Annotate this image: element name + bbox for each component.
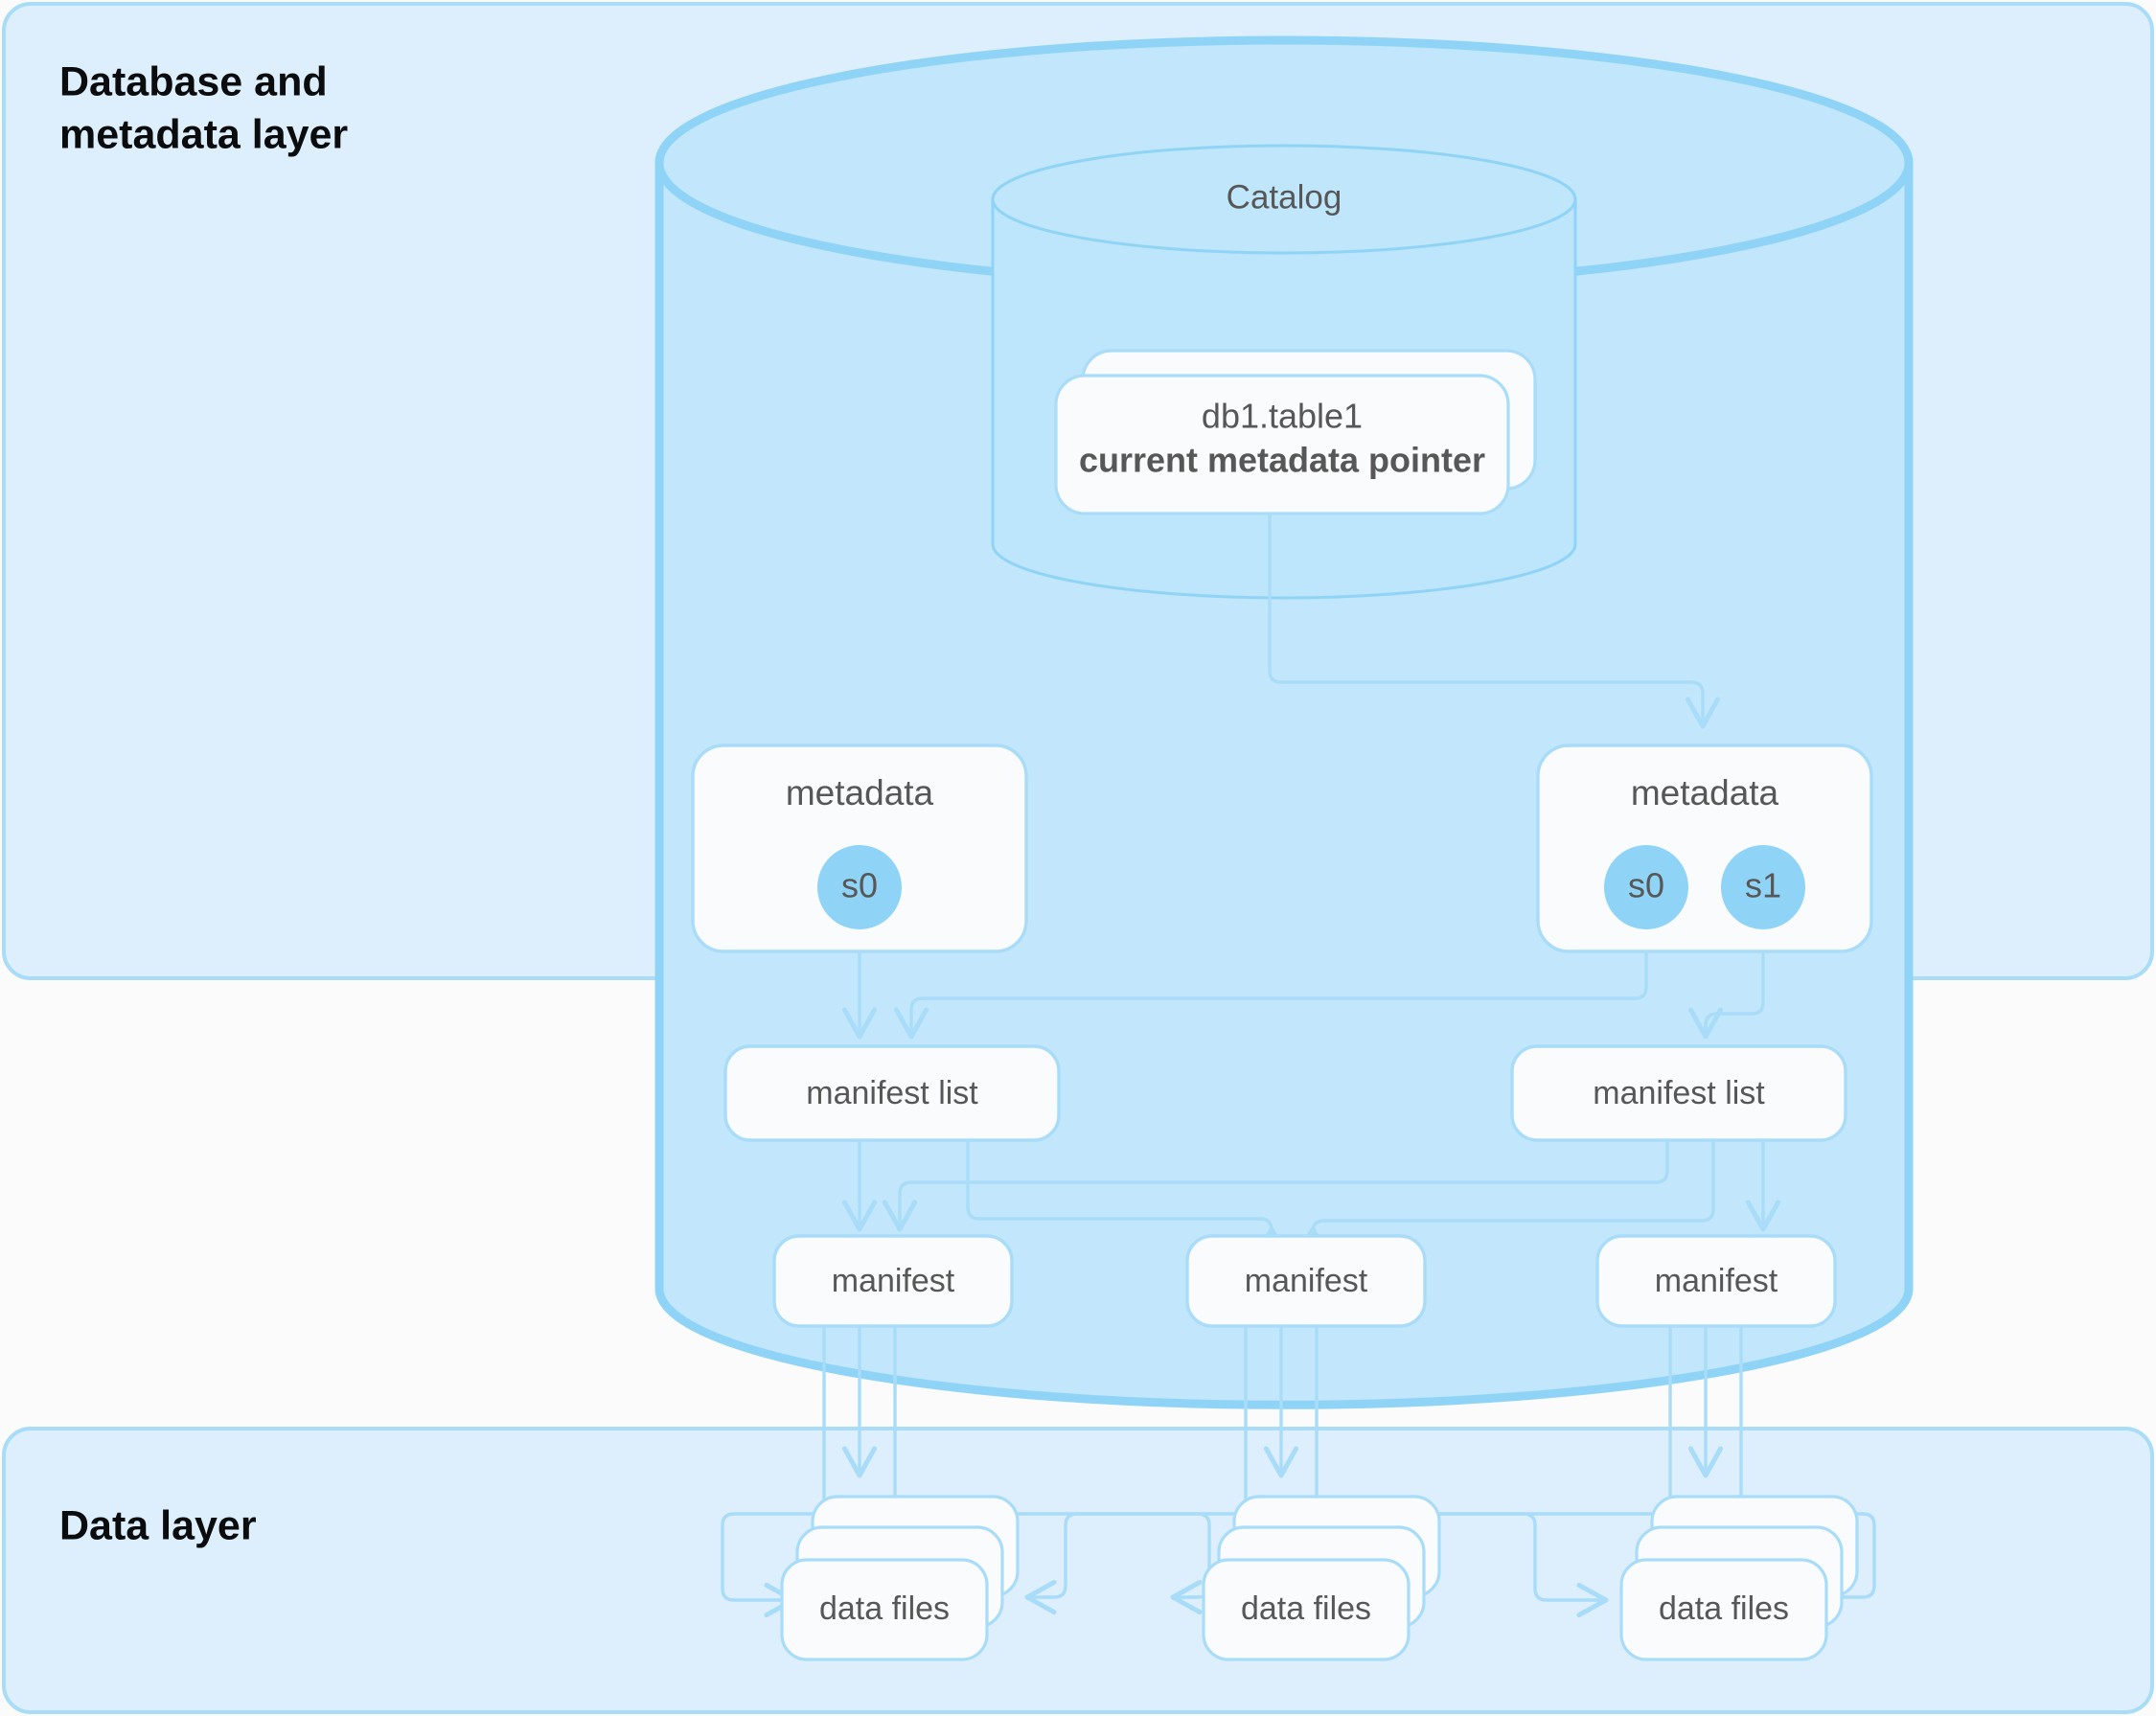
manifest-list-right-node[interactable]: manifest list xyxy=(1510,1044,1847,1142)
data-files-1-stack[interactable]: data files xyxy=(780,1495,1020,1661)
edge-manifest-list-right-to-manifest-2 xyxy=(1295,1138,1715,1259)
edge-pointer-to-metadata-right xyxy=(1268,509,1721,729)
snapshot-badge-s0[interactable] xyxy=(1604,845,1688,929)
snapshot-badge-s0-label: s0 xyxy=(1628,866,1664,905)
edge-metadata-right-s1-to-manifest-list-right xyxy=(1687,889,1765,1040)
manifest-list-left-label: manifest list xyxy=(806,1075,978,1111)
manifest-1-node[interactable]: manifest xyxy=(772,1234,1014,1328)
snapshot-badge-s0[interactable] xyxy=(817,845,902,929)
data-files-3-stack[interactable]: data files xyxy=(1619,1495,1859,1661)
manifest-3-node[interactable]: manifest xyxy=(1595,1234,1837,1328)
snapshot-badge-s0-label: s0 xyxy=(841,866,878,905)
data-files-2-label: data files xyxy=(1241,1590,1371,1627)
pointer-subtitle: current metadata pointer xyxy=(1079,441,1485,480)
manifest-list-left-box xyxy=(723,1044,1061,1142)
data-files-2-stack[interactable]: data files xyxy=(1202,1495,1441,1661)
manifest-list-left-node[interactable]: manifest list xyxy=(723,1044,1061,1142)
metadata-left-label: metadata xyxy=(786,773,934,812)
catalog-label: Catalog xyxy=(1227,178,1342,216)
metadata-left-node[interactable]: metadata s0 xyxy=(691,744,1028,953)
data-files-2-card-front xyxy=(1202,1558,1411,1661)
data-files-3-card-front xyxy=(1619,1558,1828,1661)
edge-manifest-list-right-to-manifest-1 xyxy=(882,1138,1669,1232)
pointer-card-front xyxy=(1054,374,1510,515)
metadata-layer-title-line1: Database and xyxy=(59,58,328,104)
manifest-1-box xyxy=(772,1234,1014,1328)
manifest-3-label: manifest xyxy=(1655,1263,1778,1299)
data-layer-title: Data layer xyxy=(59,1502,257,1548)
panel-data-layer xyxy=(2,1427,2154,1714)
data-files-1-card-front xyxy=(780,1558,989,1661)
manifest-list-right-label: manifest list xyxy=(1593,1075,1765,1111)
edge-manifest-list-left-to-manifest-2 xyxy=(966,1138,1290,1259)
manifest-2-label: manifest xyxy=(1245,1263,1368,1299)
snapshot-badge-s1-label: s1 xyxy=(1745,866,1781,905)
manifest-2-node[interactable]: manifest xyxy=(1185,1234,1427,1328)
manifest-1-label: manifest xyxy=(832,1263,955,1299)
edge-metadata-right-s0-to-manifest-list-left xyxy=(893,889,1648,1040)
manifest-3-box xyxy=(1595,1234,1837,1328)
metadata-right-node[interactable]: metadata s0 s1 xyxy=(1536,744,1873,953)
manifest-list-right-box xyxy=(1510,1044,1847,1142)
metadata-right-label: metadata xyxy=(1631,773,1779,812)
snapshot-badge-s1[interactable] xyxy=(1721,845,1805,929)
pointer-table-name: db1.table1 xyxy=(1202,397,1363,436)
data-files-3-label: data files xyxy=(1659,1590,1789,1627)
manifest-2-box xyxy=(1185,1234,1427,1328)
data-files-1-label: data files xyxy=(819,1590,950,1627)
metadata-layer-title-line2: metadata layer xyxy=(59,111,348,157)
pointer-card-stack[interactable]: db1.table1 current metadata pointer xyxy=(1054,349,1537,515)
